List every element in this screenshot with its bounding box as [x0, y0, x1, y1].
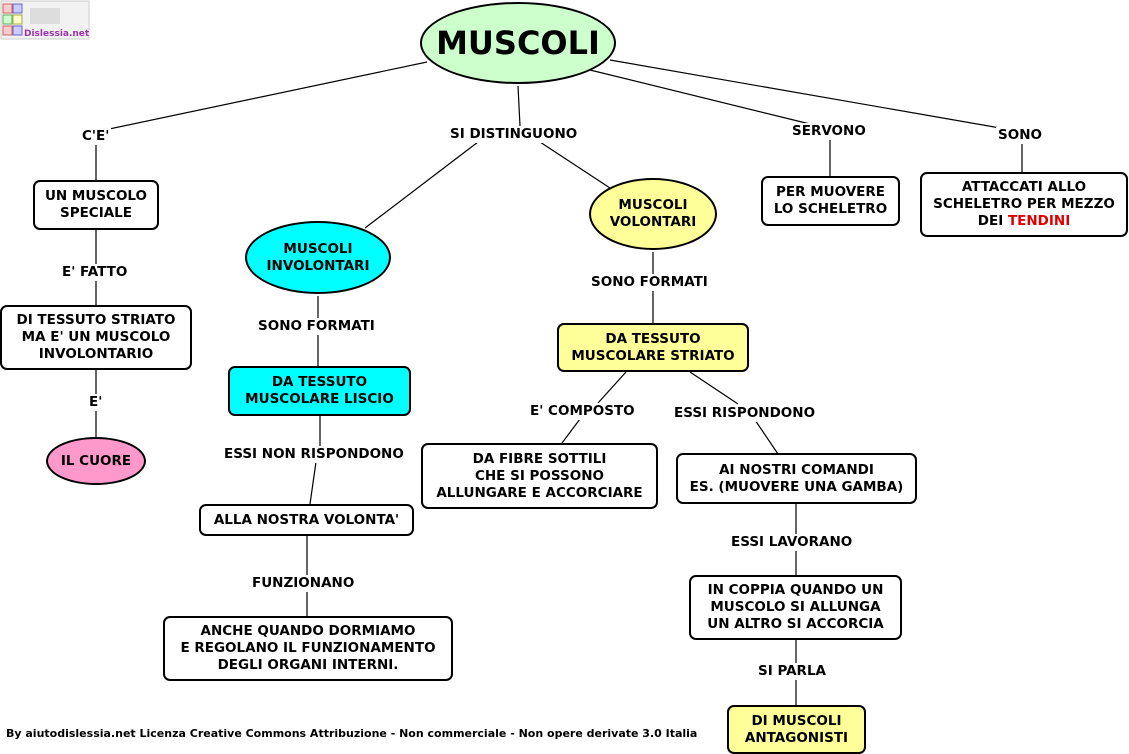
node-tessuto-striato: DA TESSUTO MUSCOLARE STRIATO	[557, 323, 749, 372]
logo-image: Dislessia.net	[0, 0, 90, 40]
label-servono: SERVONO	[790, 123, 868, 140]
link-title-ce	[94, 61, 428, 133]
node-in-coppia: IN COPPIA QUANDO UN MUSCOLO SI ALLUNGA U…	[689, 575, 902, 640]
node-muscolo-speciale: UN MUSCOLO SPECIALE	[33, 180, 159, 230]
node-tessuto-liscio-text: DA TESSUTO MUSCOLARE LISCIO	[245, 374, 394, 407]
title-text: MUSCOLI	[436, 24, 600, 62]
node-nostra-volonta-text: ALLA NOSTRA VOLONTA'	[213, 511, 400, 528]
node-in-coppia-text: IN COPPIA QUANDO UN MUSCOLO SI ALLUNGA U…	[707, 582, 884, 632]
link-distinguono-volontari	[539, 141, 611, 189]
node-anche-quando-dormiamo-text: ANCHE QUANDO DORMIAMO E REGOLANO IL FUNZ…	[180, 623, 436, 673]
node-muscoli-involontari-text: MUSCOLI INVOLONTARI	[266, 240, 370, 274]
node-il-cuore-text: IL CUORE	[60, 452, 132, 469]
label-essi-non-rispondono: ESSI NON RISPONDONO	[222, 446, 406, 463]
label-funzionano: FUNZIONANO	[250, 575, 357, 592]
label-si-parla: SI PARLA	[756, 663, 828, 680]
node-muscoli-antagonisti: DI MUSCOLI ANTAGONISTI	[727, 705, 866, 754]
link-title-sono	[609, 59, 1001, 129]
attaccati-text: ATTACCATI ALLO SCHELETRO PER MEZZO DEI	[933, 179, 1115, 229]
node-muscoli-involontari: MUSCOLI INVOLONTARI	[245, 221, 391, 294]
link-composto-fibre	[561, 418, 581, 444]
tendini-text: TENDINI	[1007, 213, 1071, 229]
label-si-distinguono: SI DISTINGUONO	[448, 126, 580, 143]
link-title-distinguono	[517, 85, 521, 127]
link-distinguono-involontari	[364, 141, 479, 229]
node-muscoli-volontari: MUSCOLI VOLONTARI	[589, 178, 717, 250]
node-nostra-volonta: ALLA NOSTRA VOLONTA'	[199, 504, 414, 536]
node-muscoli-volontari-text: MUSCOLI VOLONTARI	[609, 197, 697, 230]
label-essi-lavorano: ESSI LAVORANO	[729, 534, 855, 551]
node-anche-quando-dormiamo: ANCHE QUANDO DORMIAMO E REGOLANO IL FUNZ…	[163, 616, 453, 681]
license-footer: By aiutodislessia.net Licenza Creative C…	[6, 727, 698, 740]
site-logo: Dislessia.net	[0, 0, 90, 40]
node-muscolo-speciale-text: UN MUSCOLO SPECIALE	[44, 188, 148, 221]
node-nostri-comandi: AI NOSTRI COMANDI ES. (MUOVERE UNA GAMBA…	[676, 453, 917, 504]
node-tessuto-striato-text: DA TESSUTO MUSCOLARE STRIATO	[571, 330, 735, 364]
label-sono: SONO	[996, 127, 1044, 144]
node-muovere-scheletro: PER MUOVERE LO SCHELETRO	[761, 176, 900, 226]
label-e-composto: E' COMPOSTO	[528, 403, 637, 420]
link-striato-composto	[597, 371, 627, 404]
node-nostri-comandi-text: AI NOSTRI COMANDI ES. (MUOVERE UNA GAMBA…	[689, 461, 904, 495]
title-node: MUSCOLI	[420, 2, 616, 84]
logo-text: Dislessia.net	[24, 29, 90, 39]
node-attaccati-scheletro-text: ATTACCATI ALLO SCHELETRO PER MEZZO DEI T…	[933, 179, 1115, 230]
node-tessuto-striato-involontario-text: DI TESSUTO STRIATO MA E' UN MUSCOLO INVO…	[16, 312, 176, 362]
link-rispondono-comandi	[754, 419, 779, 455]
link-title-servono	[589, 69, 811, 125]
label-e: E'	[87, 394, 105, 411]
node-il-cuore: IL CUORE	[46, 437, 146, 485]
node-attaccati-scheletro: ATTACCATI ALLO SCHELETRO PER MEZZO DEI T…	[920, 172, 1128, 237]
node-muovere-scheletro-text: PER MUOVERE LO SCHELETRO	[773, 184, 888, 217]
label-essi-rispondono: ESSI RISPONDONO	[672, 405, 818, 422]
label-sono-formati-2: SONO FORMATI	[589, 274, 710, 291]
node-tessuto-liscio: DA TESSUTO MUSCOLARE LISCIO	[228, 366, 411, 416]
label-ce: C'E'	[80, 128, 112, 145]
link-non-volonta	[309, 461, 317, 505]
node-muscoli-antagonisti-text: DI MUSCOLI ANTAGONISTI	[744, 712, 849, 746]
link-striato-rispondono	[689, 371, 739, 405]
label-sono-formati-1: SONO FORMATI	[256, 318, 377, 335]
node-tessuto-striato-involontario: DI TESSUTO STRIATO MA E' UN MUSCOLO INVO…	[0, 305, 192, 370]
node-fibre-sottili: DA FIBRE SOTTILI CHE SI POSSONO ALLUNGAR…	[421, 443, 658, 509]
label-e-fatto: E' FATTO	[60, 264, 130, 281]
node-fibre-sottili-text: DA FIBRE SOTTILI CHE SI POSSONO ALLUNGAR…	[436, 450, 643, 501]
